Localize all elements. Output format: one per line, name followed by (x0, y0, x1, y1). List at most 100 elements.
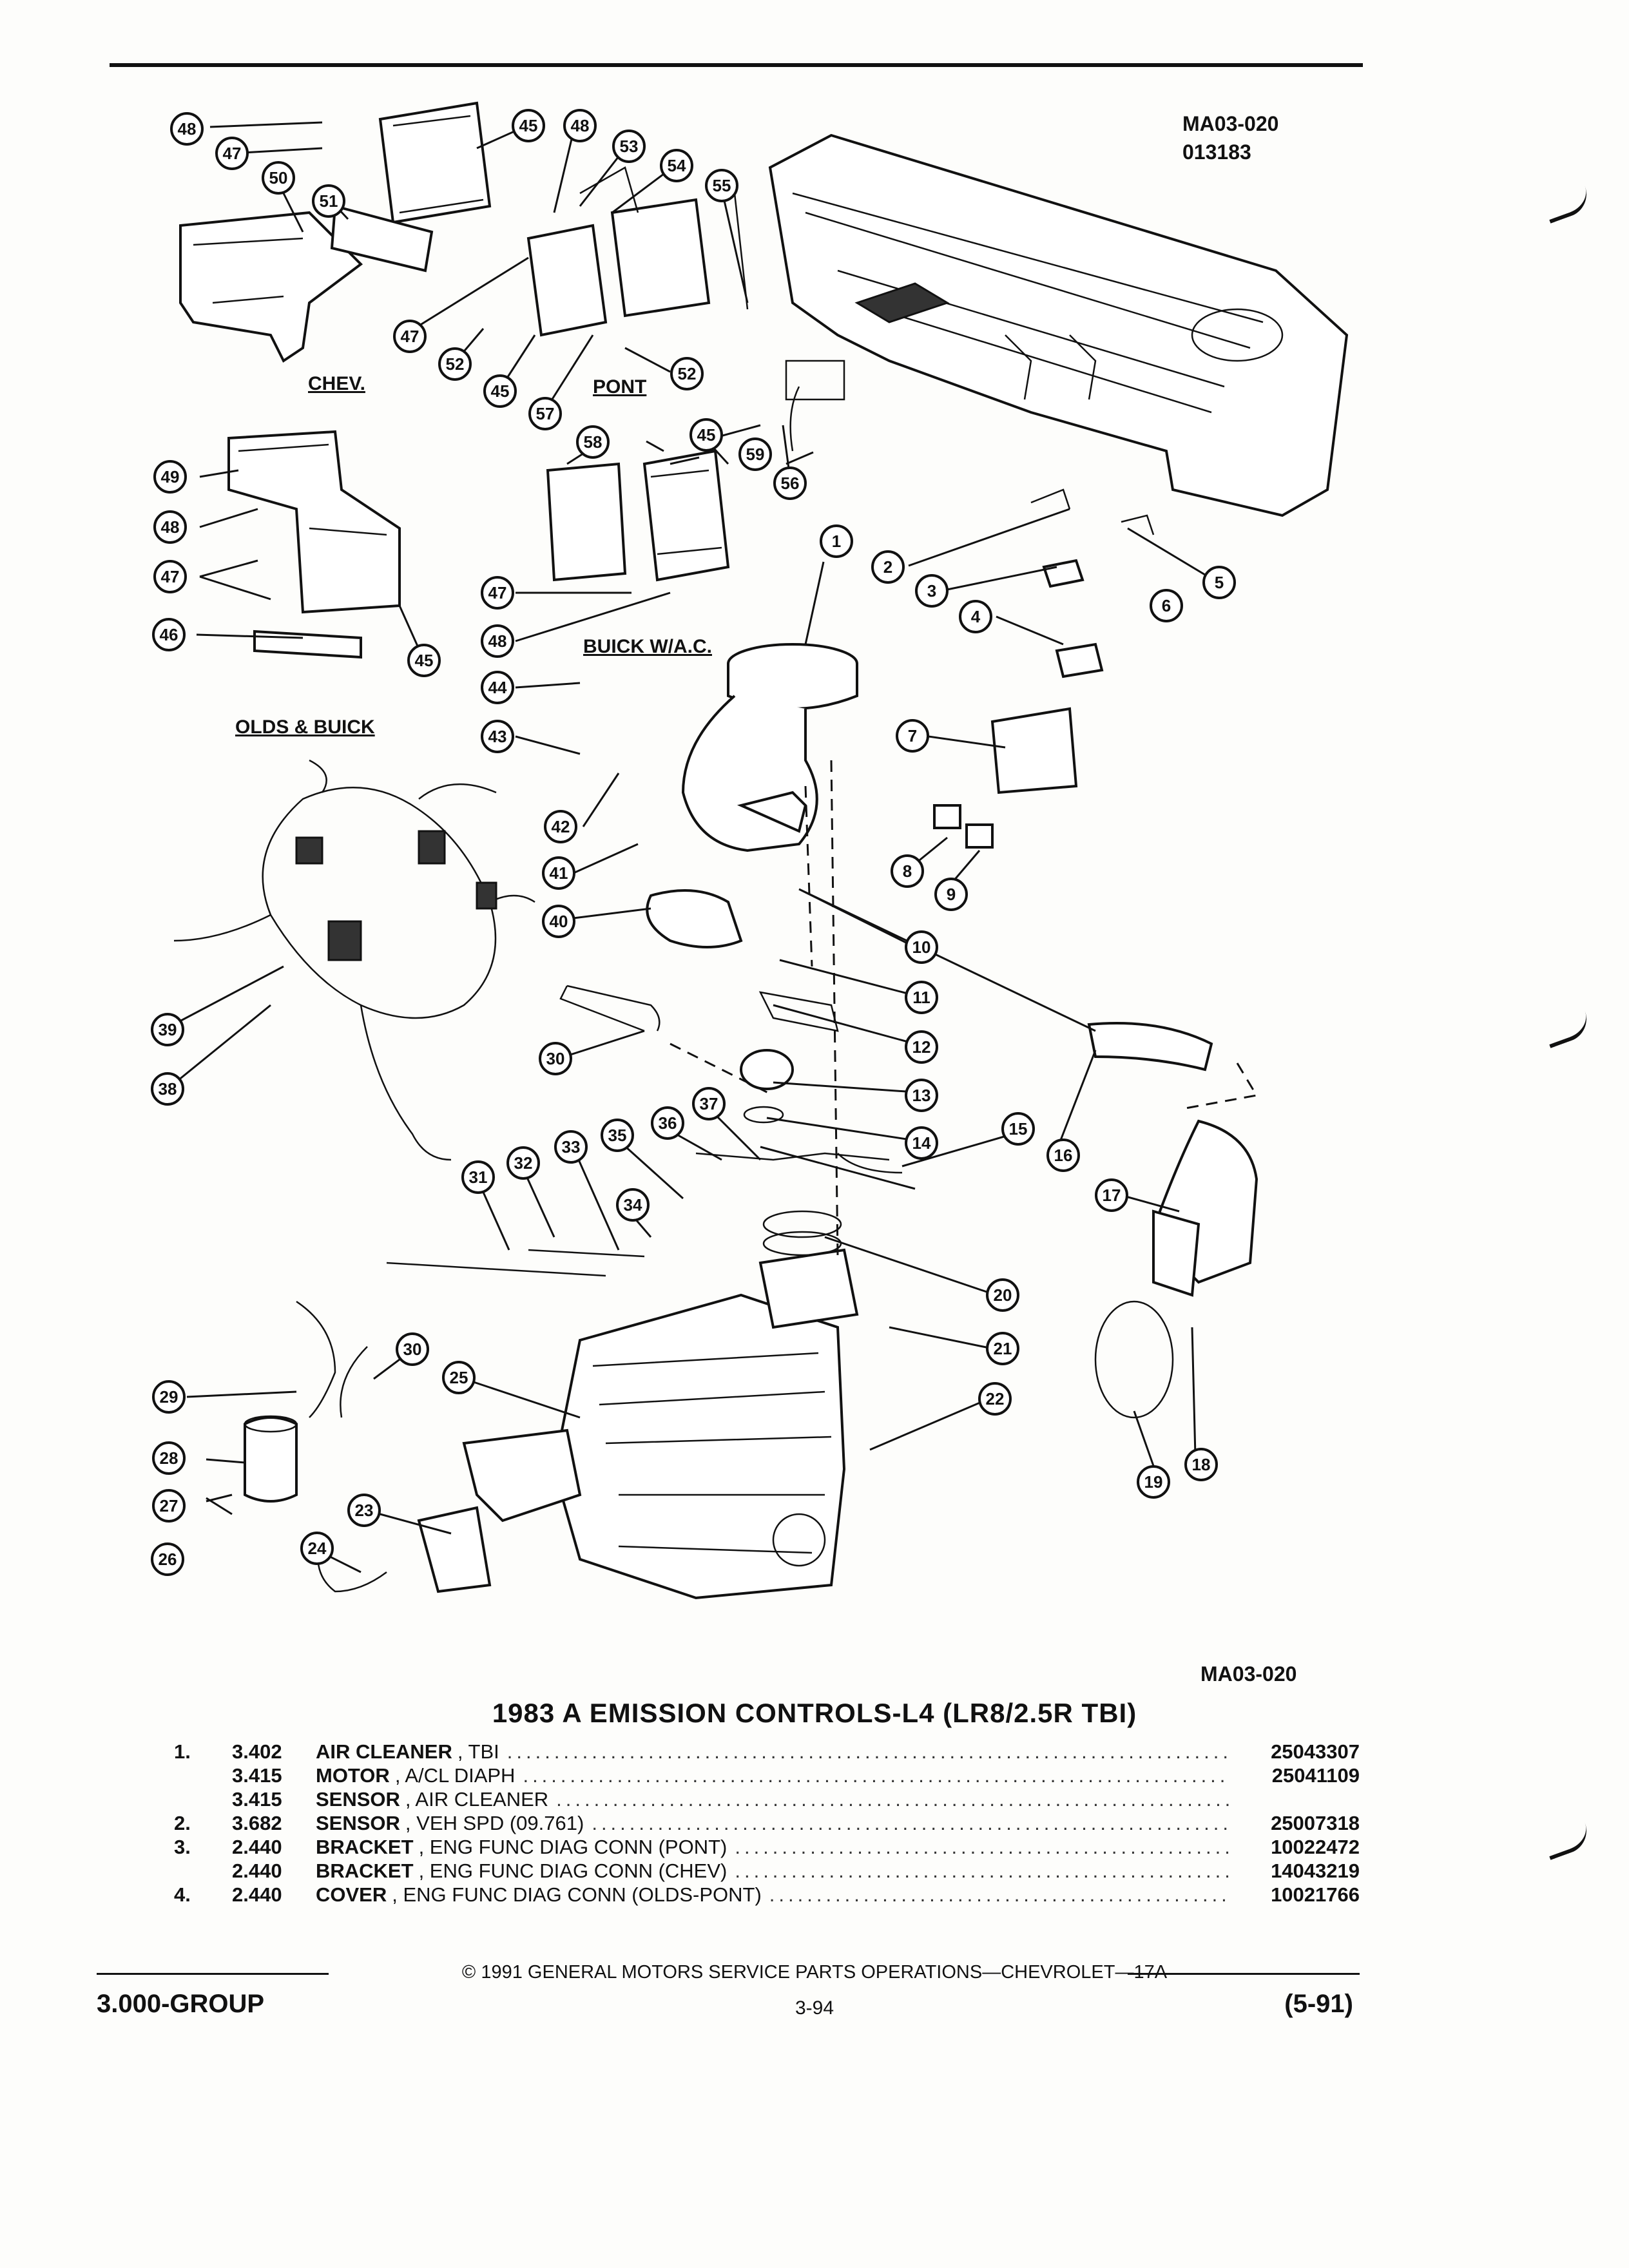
svg-text:52: 52 (446, 354, 465, 374)
part-number: 25007318 (1271, 1812, 1360, 1834)
part-description: , AIR CLEANER (405, 1788, 549, 1811)
callout-54: 54 (660, 149, 693, 182)
part-name: BRACKET (316, 1860, 414, 1882)
revision-date: (5-91) (1284, 1990, 1353, 2018)
callout-52b: 52 (670, 357, 704, 390)
svg-text:40: 40 (550, 912, 568, 931)
group-number: 2.440 (232, 1883, 282, 1906)
parts-row: 2.440 BRACKET , ENG FUNC DIAG CONN (CHEV… (174, 1859, 1360, 1883)
callout-43: 43 (481, 720, 514, 753)
callout-35: 35 (601, 1119, 634, 1152)
svg-text:48: 48 (488, 631, 507, 651)
ecm-chev-illustration: CHEV. PONT (179, 101, 749, 398)
parts-row: 3.415 SENSOR , AIR CLEANER (174, 1787, 1360, 1811)
callout-37: 37 (692, 1087, 726, 1120)
part-description: , TBI (457, 1740, 499, 1763)
svg-text:53: 53 (620, 137, 639, 156)
leader-dots (523, 1763, 1229, 1787)
callout-51: 51 (312, 184, 345, 218)
svg-text:41: 41 (550, 863, 568, 883)
callout-28: 28 (152, 1441, 186, 1475)
callout-41: 41 (542, 856, 575, 890)
callout-8: 8 (891, 854, 924, 888)
svg-text:10: 10 (912, 937, 931, 957)
callout-1: 1 (820, 524, 853, 558)
svg-text:17: 17 (1103, 1186, 1121, 1205)
svg-text:47: 47 (401, 327, 419, 346)
svg-text:52: 52 (678, 364, 697, 383)
item-number: 1. (174, 1740, 191, 1763)
callout-21: 21 (986, 1332, 1019, 1365)
svg-text:4: 4 (971, 607, 981, 626)
parts-row: 1. 3.402 AIR CLEANER , TBI 25043307 (174, 1740, 1360, 1763)
item-number: 3. (174, 1836, 191, 1858)
svg-text:55: 55 (713, 176, 731, 195)
copyright-notice: © 1991 GENERAL MOTORS SERVICE PARTS OPER… (461, 1962, 1168, 1983)
top-rule (110, 63, 1363, 67)
callout-17: 17 (1095, 1178, 1128, 1212)
svg-text:46: 46 (160, 625, 178, 644)
parts-list: 1. 3.402 AIR CLEANER , TBI 25043307 3.41… (174, 1740, 1360, 1907)
svg-text:43: 43 (488, 727, 507, 746)
instrument-panel-illustration (768, 133, 1349, 517)
svg-text:6: 6 (1162, 596, 1171, 615)
callout-48c: 48 (153, 510, 187, 544)
parts-row: 3.415 MOTOR , A/CL DIAPH 25041109 (174, 1763, 1360, 1787)
callout-47c: 47 (153, 560, 187, 593)
leader-dots (592, 1811, 1229, 1835)
callout-48d: 48 (481, 624, 514, 658)
svg-text:32: 32 (514, 1153, 533, 1173)
svg-text:48: 48 (571, 116, 590, 135)
ecm-olds-buick-illustration: OLDS & BUICK (227, 430, 401, 738)
callout-9: 9 (934, 878, 968, 911)
group-label: 3.000-GROUP (97, 1990, 265, 2018)
callout-23: 23 (347, 1494, 381, 1527)
callout-38: 38 (151, 1072, 184, 1106)
group-number: 3.402 (232, 1740, 282, 1763)
svg-text:5: 5 (1215, 573, 1224, 592)
callout-2: 2 (871, 550, 905, 584)
svg-text:42: 42 (552, 817, 570, 836)
svg-text:51: 51 (320, 191, 338, 211)
callout-34: 34 (616, 1188, 650, 1222)
svg-text:21: 21 (994, 1339, 1012, 1358)
callout-44: 44 (481, 671, 514, 704)
leader-dots (735, 1835, 1229, 1859)
callout-49: 49 (153, 460, 187, 494)
svg-text:1: 1 (832, 532, 841, 551)
svg-text:13: 13 (912, 1086, 931, 1105)
callout-47d: 47 (481, 576, 514, 610)
svg-text:19: 19 (1144, 1472, 1163, 1492)
svg-text:45: 45 (491, 381, 510, 401)
svg-text:31: 31 (469, 1168, 488, 1187)
callout-14: 14 (905, 1126, 938, 1160)
svg-text:45: 45 (519, 116, 538, 135)
callout-6: 6 (1150, 589, 1183, 622)
exploded-parts-diagram: CHEV. PONT BUICK W/A.C. OLDS & BUICK (151, 101, 1349, 1600)
leader-dots (556, 1787, 1229, 1811)
svg-text:9: 9 (947, 885, 956, 904)
page-number: 3-94 (795, 1997, 834, 2019)
svg-text:47: 47 (161, 567, 180, 586)
callout-12: 12 (905, 1030, 938, 1064)
callout-48b: 48 (563, 109, 597, 142)
part-name: COVER (316, 1883, 387, 1906)
callout-45a: 45 (512, 109, 545, 142)
svg-text:8: 8 (903, 861, 912, 881)
callout-57: 57 (528, 397, 562, 430)
label-olds-buick: OLDS & BUICK (235, 716, 375, 738)
svg-text:48: 48 (161, 517, 180, 537)
callout-47a: 47 (215, 137, 249, 170)
callout-15: 15 (1001, 1112, 1035, 1146)
engine-illustration (417, 1231, 859, 1600)
svg-text:35: 35 (608, 1126, 627, 1145)
leader-dots (769, 1883, 1229, 1907)
svg-text:28: 28 (160, 1448, 178, 1468)
callout-45b: 45 (483, 374, 517, 408)
part-name: BRACKET (316, 1836, 414, 1858)
callout-59: 59 (738, 437, 772, 471)
callout-5: 5 (1202, 566, 1236, 599)
part-number: 25041109 (1271, 1764, 1360, 1787)
svg-text:16: 16 (1054, 1146, 1073, 1165)
callout-29: 29 (152, 1380, 186, 1414)
